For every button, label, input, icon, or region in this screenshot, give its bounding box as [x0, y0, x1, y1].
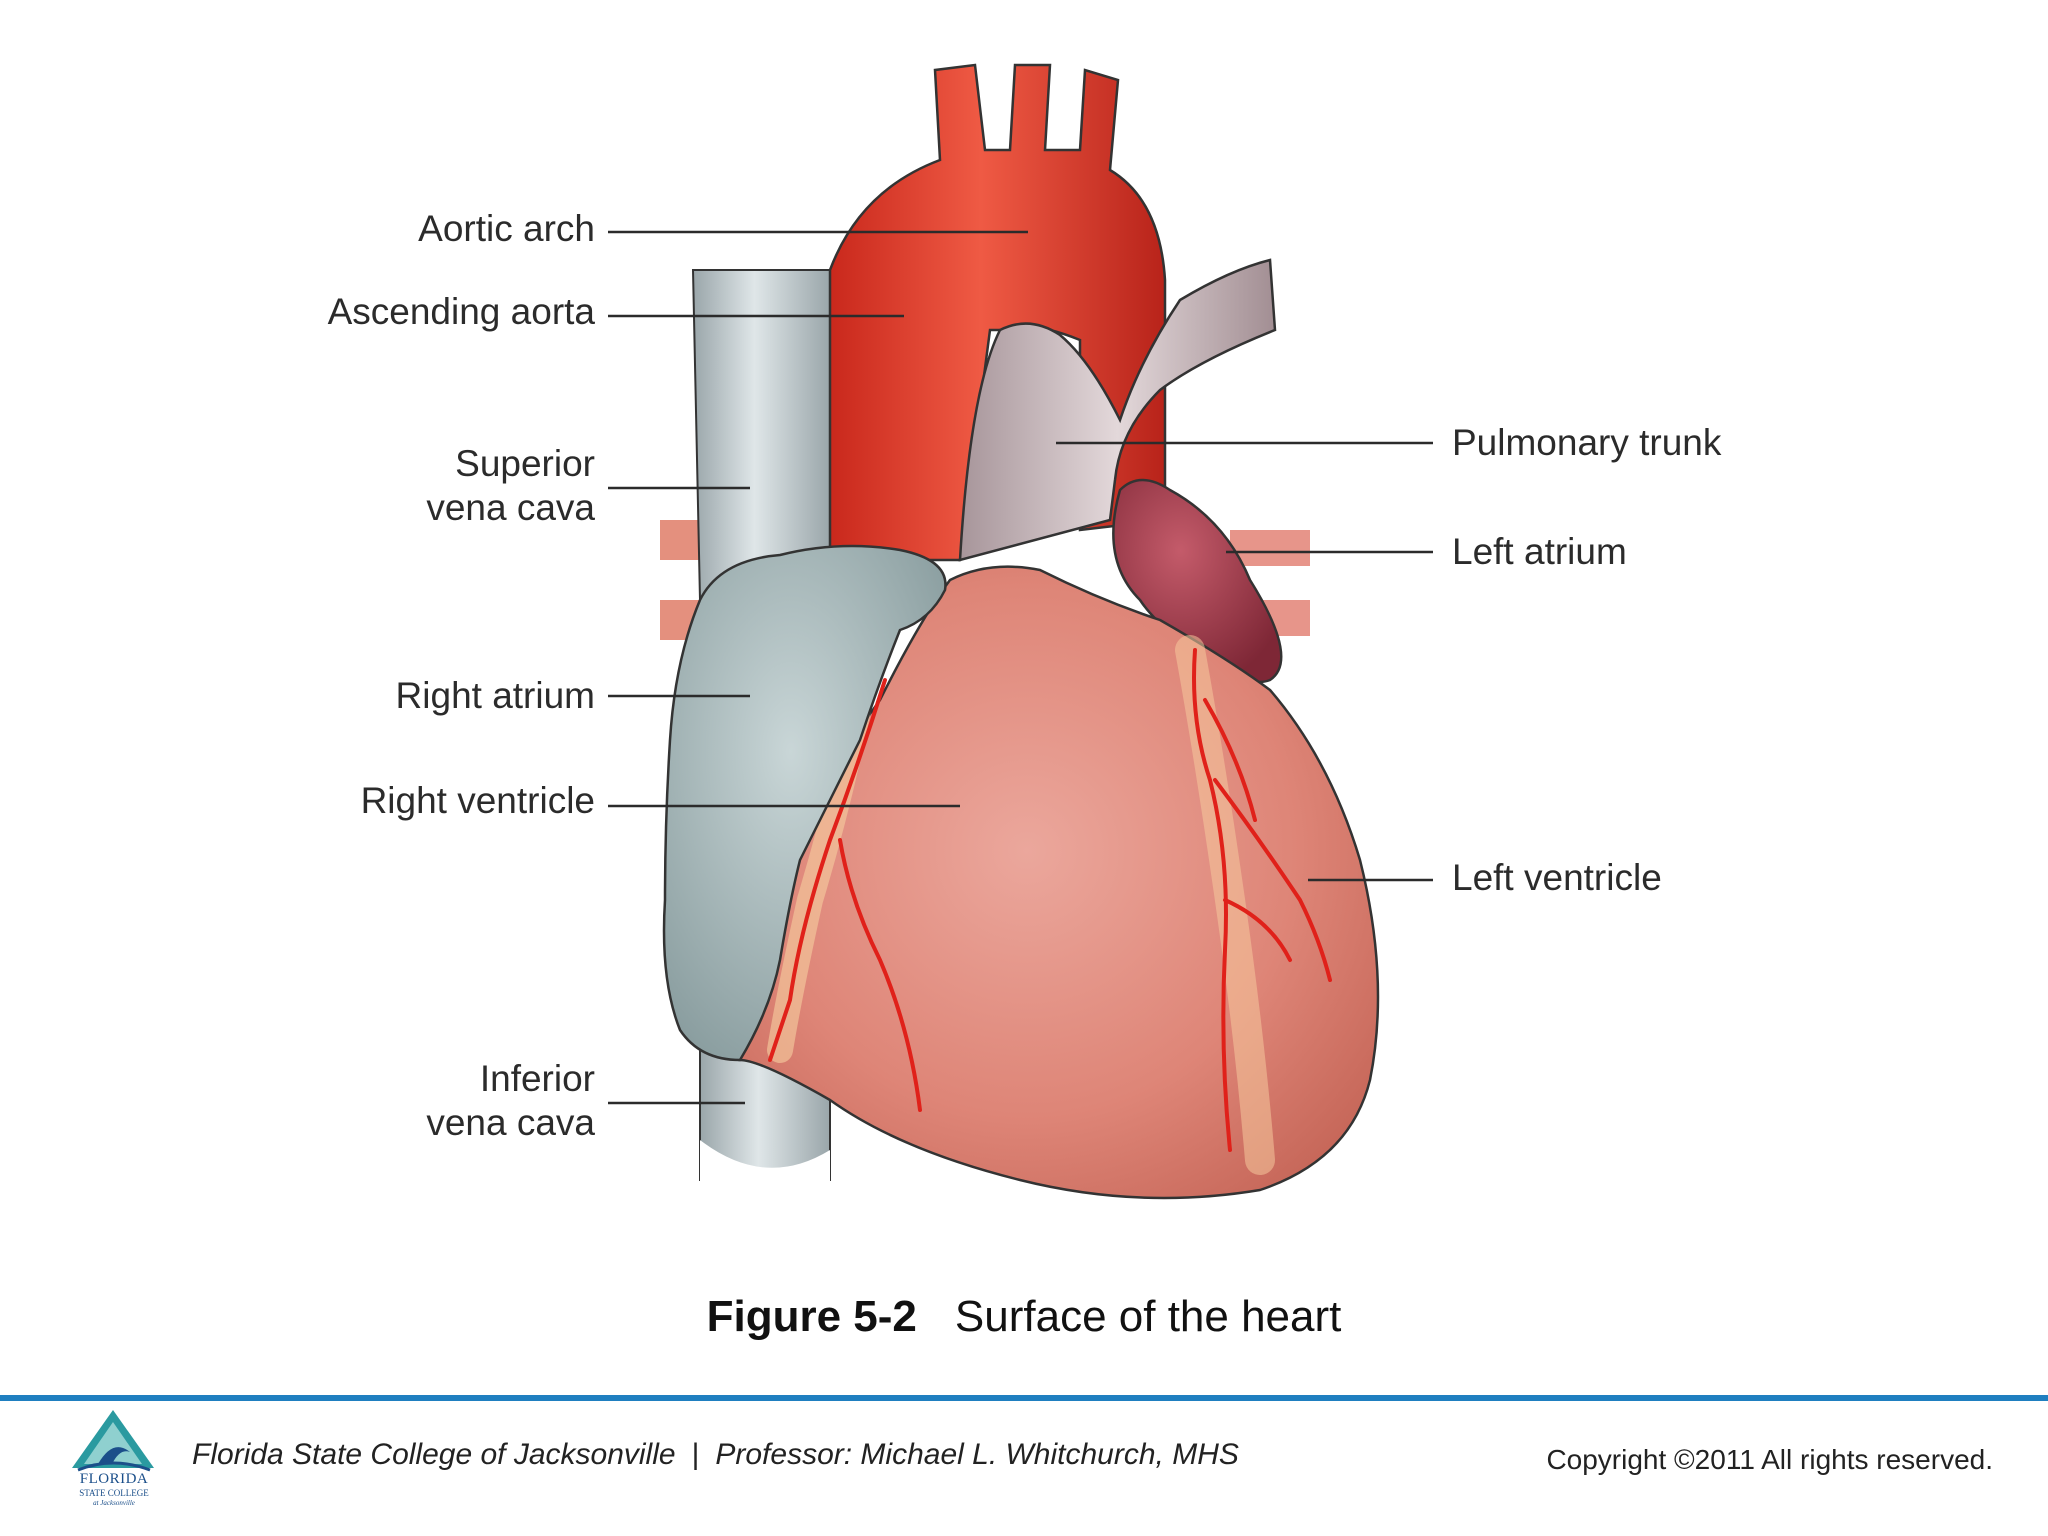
figure-title: Surface of the heart	[954, 1292, 1342, 1341]
label-aortic-arch: Aortic arch	[340, 207, 595, 251]
college-logo-text: FLORIDA STATE COLLEGE at Jacksonville	[64, 1472, 164, 1507]
footer-copyright: Copyright ©2011 All rights reserved.	[1546, 1444, 1993, 1475]
figure-caption: Figure 5-2 Surface of the heart	[0, 1292, 2048, 1342]
footer-divider	[0, 1395, 2048, 1401]
right-atrium-shape	[662, 544, 947, 1062]
label-right-atrium: Right atrium	[340, 674, 595, 718]
label-superior-vena-cava-line1: Superior	[455, 443, 595, 484]
label-left-atrium-text: Left atrium	[1452, 531, 1627, 572]
label-ascending-aorta: Ascending aorta	[280, 290, 595, 334]
figure-number: Figure 5-2	[706, 1292, 917, 1341]
logo-line2: STATE COLLEGE	[79, 1488, 149, 1498]
label-right-atrium-text: Right atrium	[395, 675, 595, 716]
footer-school-name: Florida State College of Jacksonville	[192, 1438, 676, 1471]
label-inferior-vena-cava-line1: Inferior	[479, 1058, 595, 1099]
pulmonary-trunk-shape	[958, 258, 1277, 562]
footer-separator: |	[691, 1438, 700, 1471]
label-superior-vena-cava-line2: vena cava	[426, 487, 595, 528]
footer-professor: Professor: Michael L. Whitchurch, MHS	[715, 1438, 1239, 1471]
college-logo-icon	[72, 1410, 154, 1472]
footer-credits: Florida State College of Jacksonville | Pr…	[192, 1438, 1239, 1472]
label-superior-vena-cava: Superior vena cava	[340, 442, 595, 530]
heart-illustration	[608, 63, 1433, 1200]
label-left-atrium: Left atrium	[1452, 530, 1627, 574]
label-right-ventricle-text: Right ventricle	[360, 780, 595, 821]
label-pulmonary-trunk: Pulmonary trunk	[1452, 421, 1721, 465]
logo-line3: at Jacksonville	[93, 1499, 135, 1507]
logo-line1: FLORIDA	[79, 1471, 149, 1487]
leader-lines	[608, 230, 1433, 1105]
label-left-ventricle: Left ventricle	[1452, 856, 1662, 900]
label-right-ventricle: Right ventricle	[300, 779, 595, 823]
label-left-ventricle-text: Left ventricle	[1452, 857, 1662, 898]
label-ascending-aorta-text: Ascending aorta	[327, 291, 595, 332]
coronary-vessels	[768, 648, 1332, 1152]
label-inferior-vena-cava-line2: vena cava	[426, 1102, 595, 1143]
left-atrium-shape	[1112, 478, 1283, 684]
label-inferior-vena-cava: Inferior vena cava	[340, 1057, 595, 1145]
label-pulmonary-trunk-text: Pulmonary trunk	[1452, 422, 1722, 463]
label-aortic-arch-text: Aortic arch	[418, 208, 595, 249]
